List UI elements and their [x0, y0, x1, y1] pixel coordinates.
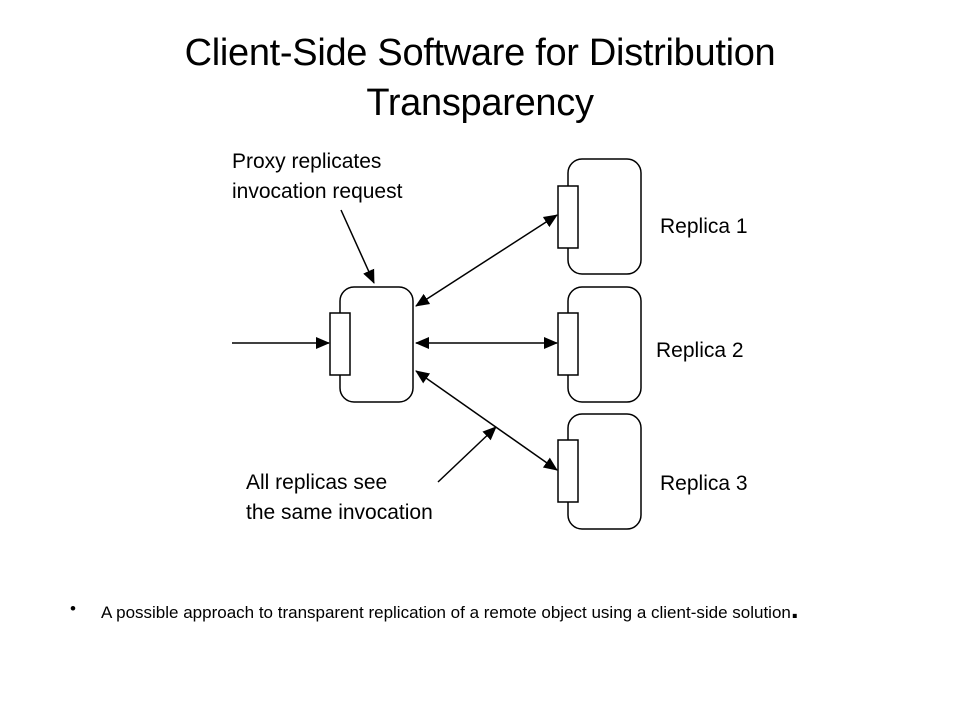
replica-1-body [567, 158, 642, 275]
bullet-terminal: . [790, 593, 799, 624]
proxy-replica-1-arrow [415, 214, 558, 307]
replica-object-3 [557, 413, 642, 530]
slide-title: Client-Side Software for Distribution Tr… [0, 28, 960, 128]
replicas-label-line-2: the same invocation [246, 501, 433, 524]
replica-3-interface [557, 439, 579, 503]
bullet-marker: • [70, 599, 76, 618]
bullet-body: A possible approach to transparent repli… [101, 603, 791, 622]
replica-label-2: Replica 2 [656, 339, 744, 362]
proxy-object [329, 286, 414, 403]
bullet-text: A possible approach to transparent repli… [101, 592, 921, 630]
proxy-interface [329, 312, 351, 376]
slide-title-line-1: Client-Side Software for Distribution [184, 32, 776, 74]
proxy-label-line-1: Proxy replicates [232, 150, 381, 173]
replica-label-1: Replica 1 [660, 215, 748, 238]
replica-label-3: Replica 3 [660, 472, 748, 495]
replica-object-2 [557, 286, 642, 403]
replicas-label-line-1: All replicas see [246, 471, 387, 494]
proxy-body [339, 286, 414, 403]
slide-title-line-2: Transparency [366, 82, 594, 124]
proxy-replica-3-arrow [415, 370, 558, 471]
replicas-callout-arrow [437, 426, 497, 483]
replica-2-body [567, 286, 642, 403]
replica-object-1 [557, 158, 642, 275]
replica-3-body [567, 413, 642, 530]
proxy-callout-arrow [340, 209, 375, 284]
proxy-label-line-2: invocation request [232, 180, 403, 203]
replica-1-interface [557, 185, 579, 249]
replica-2-interface [557, 312, 579, 376]
